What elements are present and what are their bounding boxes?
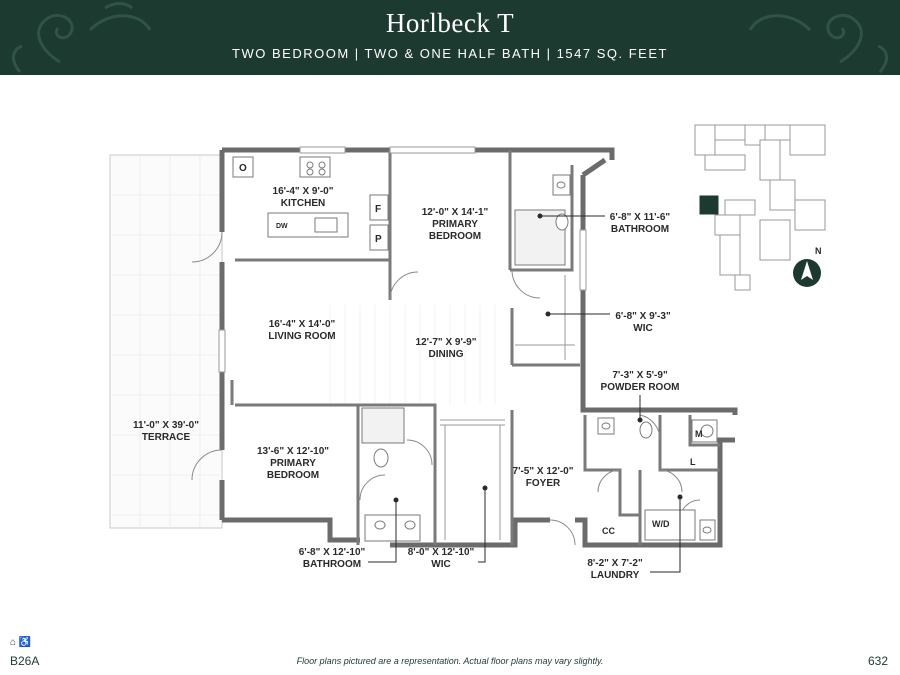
linen-label: L (690, 457, 696, 467)
primary-bedroom-1-name1: PRIMARY (432, 219, 478, 230)
bathroom-1-dims: 6'-8" X 11'-6" (610, 212, 671, 223)
foyer-name: FOYER (526, 478, 561, 489)
laundry-dims: 8'-2" X 7'-2" (587, 558, 643, 569)
powder-room-name: POWDER ROOM (601, 382, 680, 393)
terrace-name: TERRACE (142, 432, 191, 443)
bathroom-1-name: BATHROOM (611, 224, 669, 235)
disclaimer: Floor plans pictured are a representatio… (296, 656, 604, 666)
terrace-dims: 11'-0" X 39'-0" (133, 420, 199, 431)
home-icon: ⌂ (10, 637, 17, 648)
bath-fixtures (361, 174, 718, 542)
kitchen-fixtures (232, 156, 389, 251)
ornament-left-icon (12, 2, 152, 73)
key-plan (694, 124, 826, 291)
plan-code: B26A (10, 654, 40, 668)
header-banner: Horlbeck T TWO BEDROOM | TWO & ONE HALF … (0, 0, 900, 75)
unit-title: Horlbeck T (385, 8, 515, 38)
wic-1-marker (545, 311, 551, 317)
powder-room-marker (637, 417, 643, 423)
wheelchair-icon: ♿ (18, 637, 32, 648)
wic-2-leader (478, 488, 486, 563)
page-number: 632 (867, 654, 888, 668)
north-arrow-icon (793, 259, 821, 287)
ornament-right-icon (748, 13, 888, 73)
closet-shelves (440, 275, 575, 540)
north-label: N (815, 246, 822, 256)
accessibility-icons: ⌂ ♿ (10, 637, 31, 648)
laundry-name: LAUNDRY (591, 570, 640, 581)
doors (191, 231, 701, 546)
primary-bedroom-2-name2: BEDROOM (267, 470, 319, 481)
living-room-name: LIVING ROOM (268, 331, 335, 342)
bathroom-1-marker (537, 213, 543, 219)
bathroom-2-dims: 6'-8" X 12'-10" (299, 547, 366, 558)
windows (218, 146, 587, 373)
pantry-label: P (375, 234, 382, 245)
oven-label: O (239, 163, 247, 174)
fridge-label: F (375, 204, 381, 215)
bathroom-2-leader (368, 500, 397, 563)
primary-bedroom-1-name2: BEDROOM (429, 231, 481, 242)
wic-2-dims: 8'-0" X 12'-10" (408, 547, 475, 558)
terrace-area (109, 154, 223, 529)
mech-label: M (695, 429, 703, 439)
washer-dryer-label: W/D (652, 519, 670, 529)
foyer-dims: 7'-5" X 12'-0" (513, 466, 574, 477)
wic-2-name: WIC (431, 559, 450, 570)
dishwasher-label: DW (276, 223, 288, 230)
primary-bedroom-2-dims: 13'-6" X 12'-10" (257, 446, 329, 457)
primary-bedroom-1-dims: 12'-0" X 14'-1" (422, 207, 489, 218)
coat-closet-label: CC (602, 526, 615, 536)
kitchen-dims: 16'-4" X 9'-0" (273, 186, 334, 197)
dining-name: DINING (429, 349, 464, 360)
living-room-dims: 16'-4" X 14'-0" (269, 319, 336, 330)
laundry-leader (650, 497, 681, 573)
dining-floor (329, 305, 496, 405)
kitchen-name: KITCHEN (281, 198, 325, 209)
dining-dims: 12'-7" X 9'-9" (416, 337, 477, 348)
powder-room-dims: 7'-3" X 5'-9" (612, 370, 668, 381)
wic-1-dims: 6'-8" X 9'-3" (615, 311, 671, 322)
wic-1-name: WIC (633, 323, 652, 334)
unit-subtitle: TWO BEDROOM | TWO & ONE HALF BATH | 1547… (232, 46, 668, 61)
primary-bedroom-2-name1: PRIMARY (270, 458, 316, 469)
bathroom-2-name: BATHROOM (303, 559, 361, 570)
walls (219, 147, 738, 548)
